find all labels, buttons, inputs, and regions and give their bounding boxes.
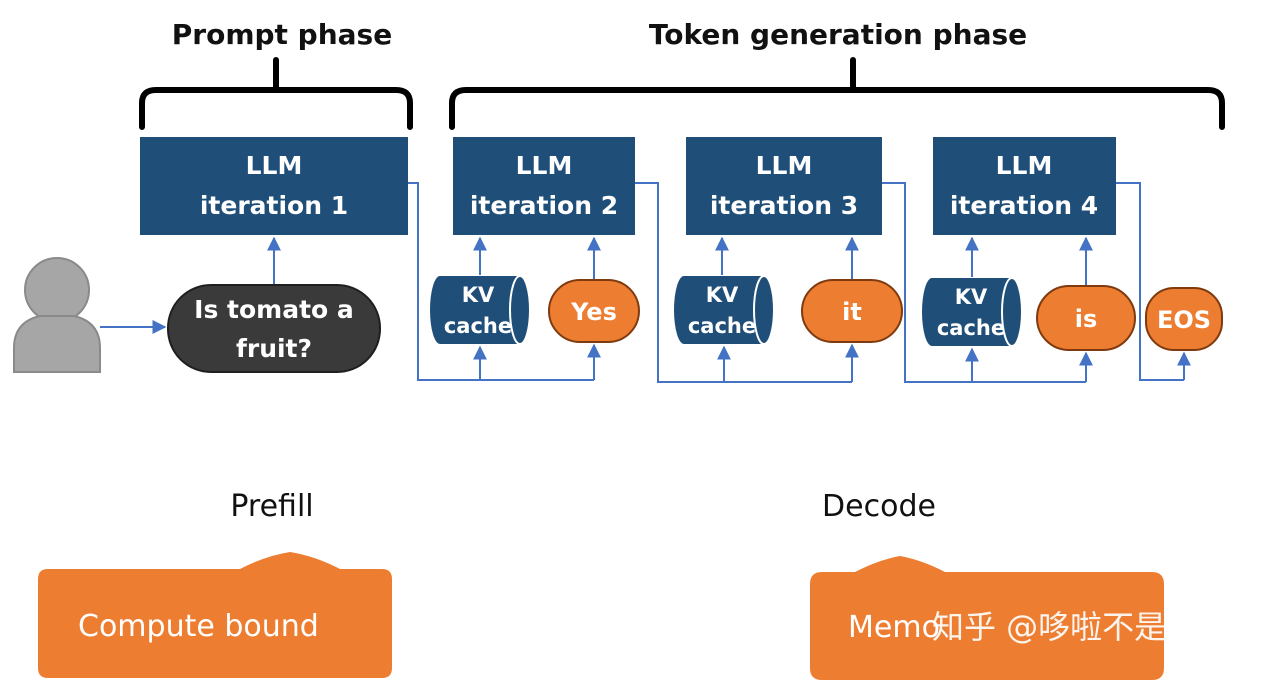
token-is: is bbox=[1036, 285, 1136, 351]
llm-iteration-4-block: LLM iteration 4 bbox=[933, 137, 1116, 235]
loop-iter1-output bbox=[408, 182, 594, 381]
iteration-2-line1: LLM bbox=[516, 151, 573, 180]
decode-label: Decode bbox=[822, 489, 936, 524]
token-is-label: is bbox=[1075, 305, 1098, 333]
kv-cache-3: KV cache bbox=[922, 277, 1023, 347]
prefill-callout-text: Compute bound bbox=[78, 609, 319, 644]
kv-cache-3-line1: KV bbox=[955, 285, 988, 309]
kv-cache-3-line2: cache bbox=[937, 316, 1005, 340]
loop-iter3-output bbox=[882, 182, 1086, 383]
iteration-4-line1: LLM bbox=[996, 151, 1053, 180]
token-generation-phase-title: Token generation phase bbox=[649, 18, 1027, 51]
decode-callout: Memo bbox=[810, 556, 1164, 680]
token-yes: Yes bbox=[548, 279, 640, 343]
iteration-1-line1: LLM bbox=[246, 151, 303, 180]
kv-cache-2-line2: cache bbox=[688, 314, 756, 338]
kv-cache-2: KV cache bbox=[674, 275, 775, 345]
iteration-2-line2: iteration 2 bbox=[470, 191, 618, 220]
decode-callout-text: Memo bbox=[848, 610, 940, 645]
token-yes-label: Yes bbox=[570, 298, 617, 326]
iteration-1-line2: iteration 1 bbox=[200, 191, 348, 220]
iteration-3-line2: iteration 3 bbox=[710, 191, 858, 220]
kv-cache-2-line1: KV bbox=[706, 283, 739, 307]
token-phase-brace bbox=[449, 57, 1225, 130]
llm-iteration-3-block: LLM iteration 3 bbox=[686, 137, 882, 235]
llm-iteration-1-block: LLM iteration 1 bbox=[140, 137, 408, 235]
prefill-label: Prefill bbox=[230, 489, 313, 524]
watermark-text: 知乎 @哆啦不是梦 bbox=[932, 608, 1198, 646]
loop-iter2-output bbox=[635, 182, 852, 383]
prompt-phase-brace bbox=[139, 57, 413, 130]
prefill-callout: Compute bound bbox=[38, 552, 392, 678]
iteration-4-line2: iteration 4 bbox=[950, 191, 1098, 220]
kv-cache-1-line1: KV bbox=[462, 283, 495, 307]
token-it: it bbox=[801, 279, 903, 343]
prompt-line2: fruit? bbox=[236, 334, 312, 363]
prompt-line1: Is tomato a bbox=[194, 295, 354, 324]
user-icon bbox=[13, 257, 101, 373]
token-eos: EOS bbox=[1145, 287, 1223, 351]
kv-cache-1-line2: cache bbox=[444, 314, 512, 338]
loop-iter4-output bbox=[1116, 182, 1184, 381]
prompt-bubble: Is tomato a fruit? bbox=[167, 284, 381, 373]
llm-iteration-2-block: LLM iteration 2 bbox=[453, 137, 635, 235]
prompt-phase-title: Prompt phase bbox=[172, 18, 392, 51]
kv-cache-1: KV cache bbox=[430, 275, 531, 345]
connector-arrows bbox=[100, 182, 1191, 383]
iteration-3-line1: LLM bbox=[756, 151, 813, 180]
token-eos-label: EOS bbox=[1157, 306, 1211, 334]
token-it-label: it bbox=[842, 298, 862, 326]
